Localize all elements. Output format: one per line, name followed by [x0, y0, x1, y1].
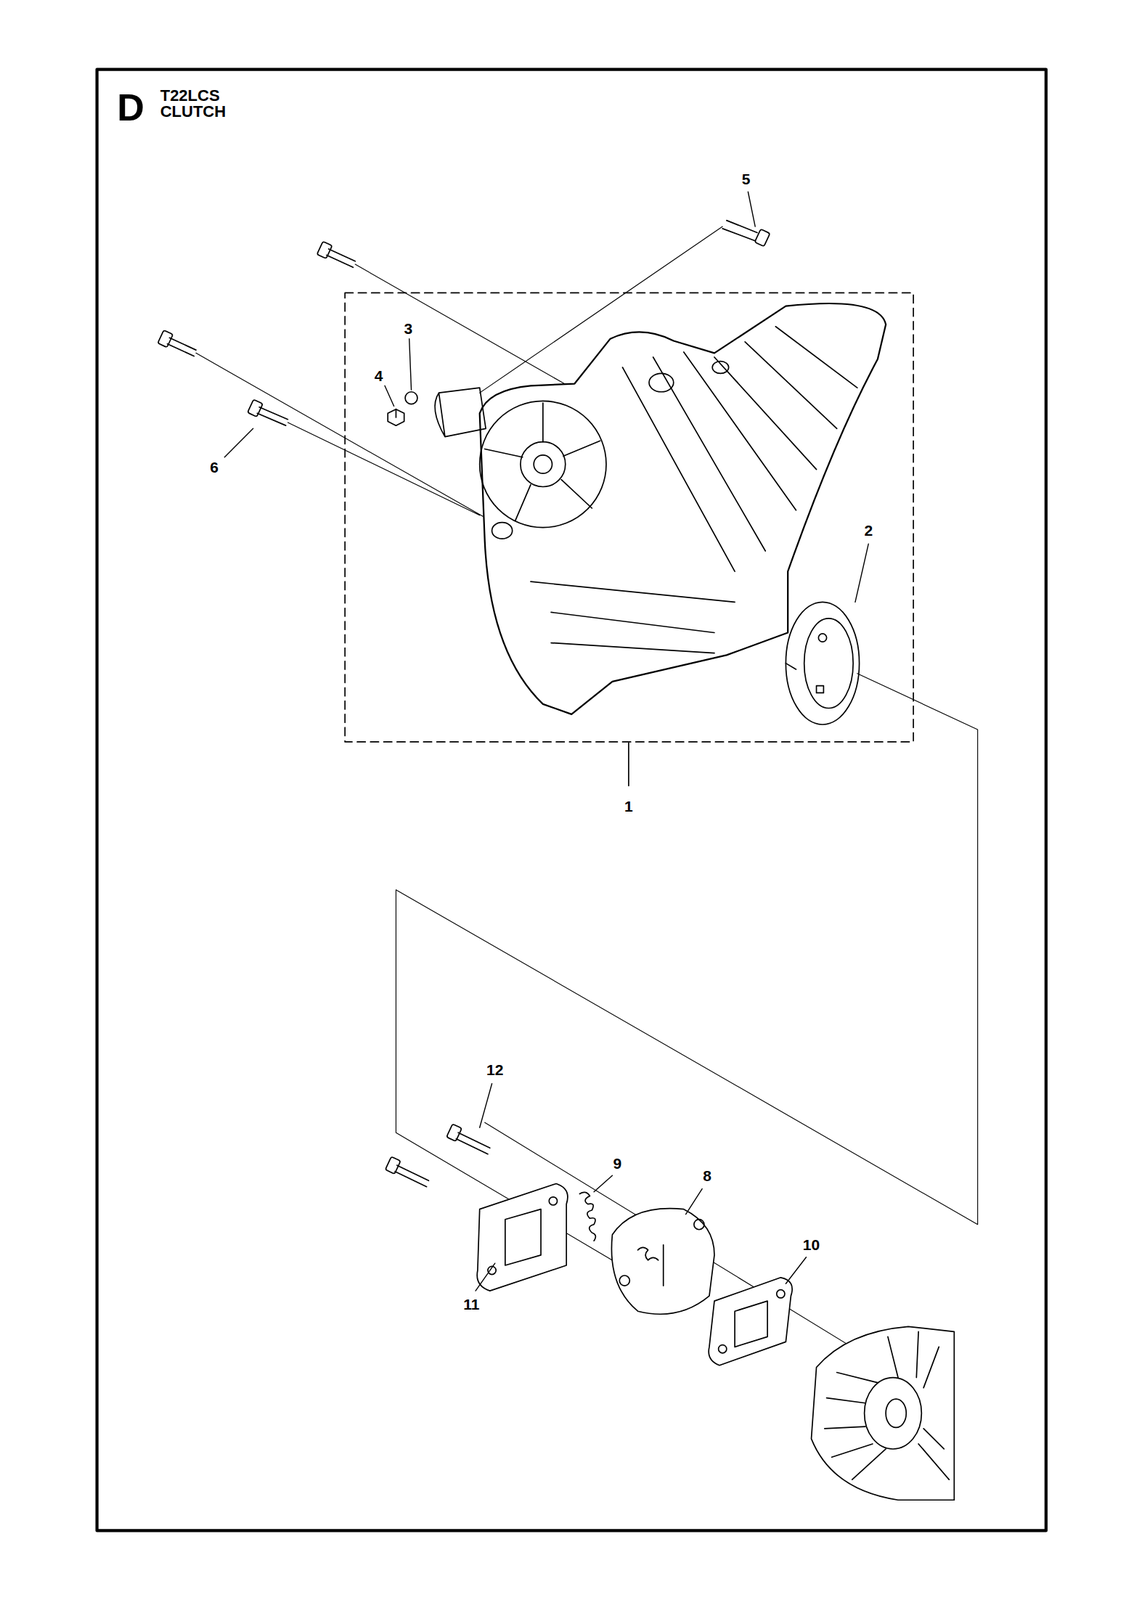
callout-number: 9 [613, 1155, 623, 1172]
callout-number: 8 [702, 1168, 712, 1184]
callout-number: 1 [624, 798, 634, 814]
callout-number: 11 [463, 1296, 480, 1312]
bolt [317, 241, 356, 268]
section-letter: D [116, 88, 145, 127]
screw [385, 1156, 430, 1187]
clutch-shoes [611, 1208, 715, 1315]
callout-number: 10 [802, 1237, 820, 1253]
axis-line [395, 673, 978, 1261]
bolt [247, 399, 289, 426]
washer-plate [476, 1184, 568, 1292]
screw [446, 1123, 491, 1154]
callout-number: 5 [741, 171, 751, 187]
title: T22LCS CLUTCH [160, 87, 226, 120]
circlip [405, 392, 418, 405]
callout-number: 2 [863, 522, 873, 538]
bolt [722, 220, 770, 247]
washer-plate [708, 1277, 793, 1366]
page-frame [97, 69, 1047, 1532]
assembly-box [344, 292, 914, 742]
leader-line [627, 742, 630, 786]
clutch-drum [785, 601, 859, 725]
callout-number: 6 [209, 459, 219, 475]
leader-line [224, 191, 869, 1291]
callout-number: 12 [486, 1062, 504, 1078]
callout-number: 3 [403, 320, 413, 337]
nut [387, 409, 404, 426]
callout-number: 4 [374, 368, 384, 384]
bolt [157, 330, 197, 357]
flywheel [811, 1326, 955, 1500]
spring [579, 1192, 596, 1241]
